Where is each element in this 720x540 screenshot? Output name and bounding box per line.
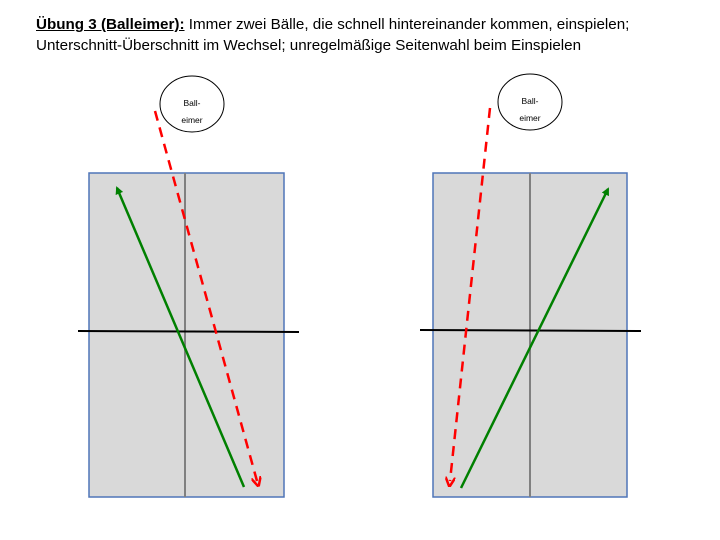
feed-path-left [153, 110, 257, 481]
return-path-left [115, 186, 246, 488]
ball-bucket-left: Ball- eimer [159, 75, 225, 133]
feed-path-right [450, 107, 492, 481]
return-path-right [459, 187, 610, 489]
table-left [88, 172, 285, 498]
bucket-label-line2: eimer [519, 113, 540, 123]
bucket-label-line2: eimer [181, 115, 202, 125]
bucket-label-line1: Ball- [521, 96, 538, 106]
exercise-text: Immer zwei Bälle, die schnell hintereina… [36, 16, 630, 54]
net-left [77, 330, 300, 333]
exercise-title: Übung 3 (Balleimer): [36, 16, 185, 33]
bucket-label-line1: Ball- [183, 98, 200, 108]
exercise-description: Übung 3 (Balleimer): Immer zwei Bälle, d… [36, 14, 706, 56]
net-right [419, 329, 642, 332]
diagram-left: Ball- eimer [77, 75, 300, 498]
ball-bucket-right: Ball- eimer [497, 73, 563, 131]
diagram-right: Ball- eimer [419, 73, 642, 498]
